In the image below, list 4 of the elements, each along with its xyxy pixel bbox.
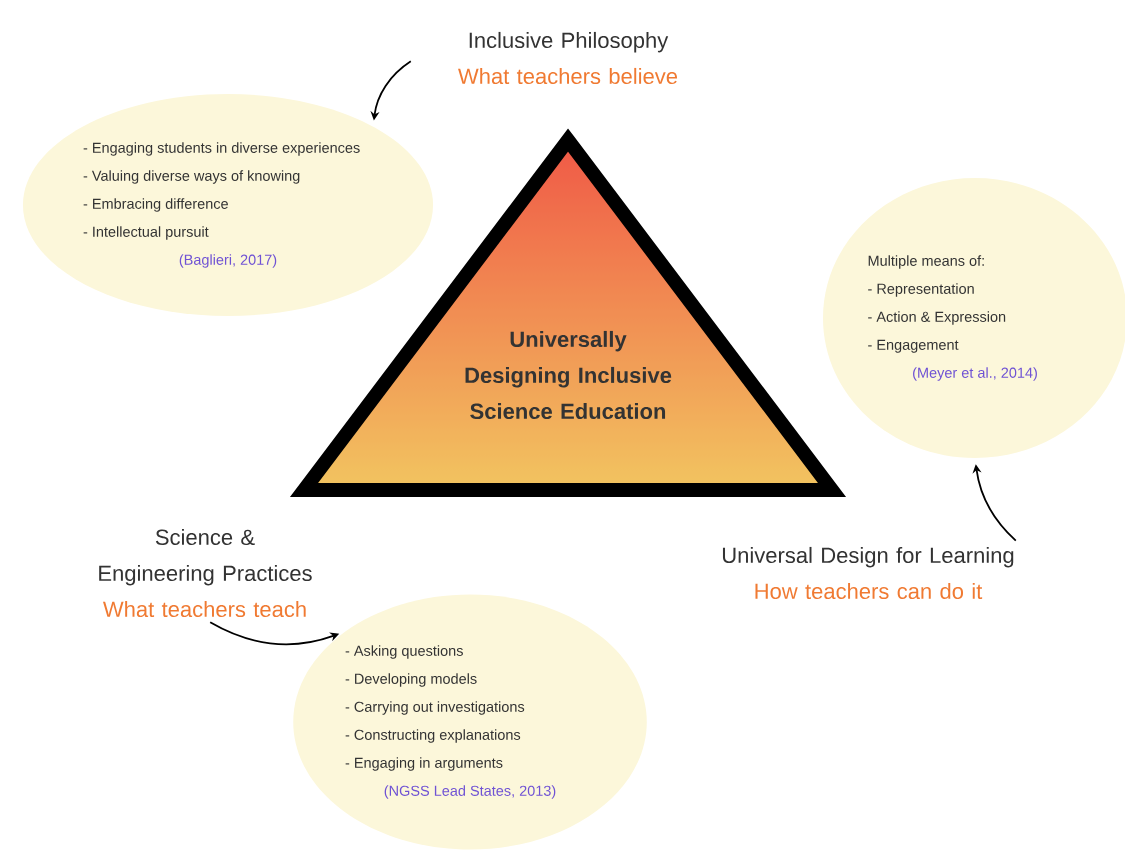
ellipse-bubble: - Engaging students in diverse experiences - Valuing diverse ways of knowing - Embracing difference - Intellectual pursuit (Baglieri, 2017) [22,94,434,316]
ellipse-bubble: Multiple means of: - Representation - Action & Expression - Engagement (Meyer et al., 2014) [823,178,1125,458]
heading-text: Universal Design for Learning How teachers can do it [722,546,1014,600]
heading-text: Inclusive Philosophy What teachers believe [458,31,678,85]
